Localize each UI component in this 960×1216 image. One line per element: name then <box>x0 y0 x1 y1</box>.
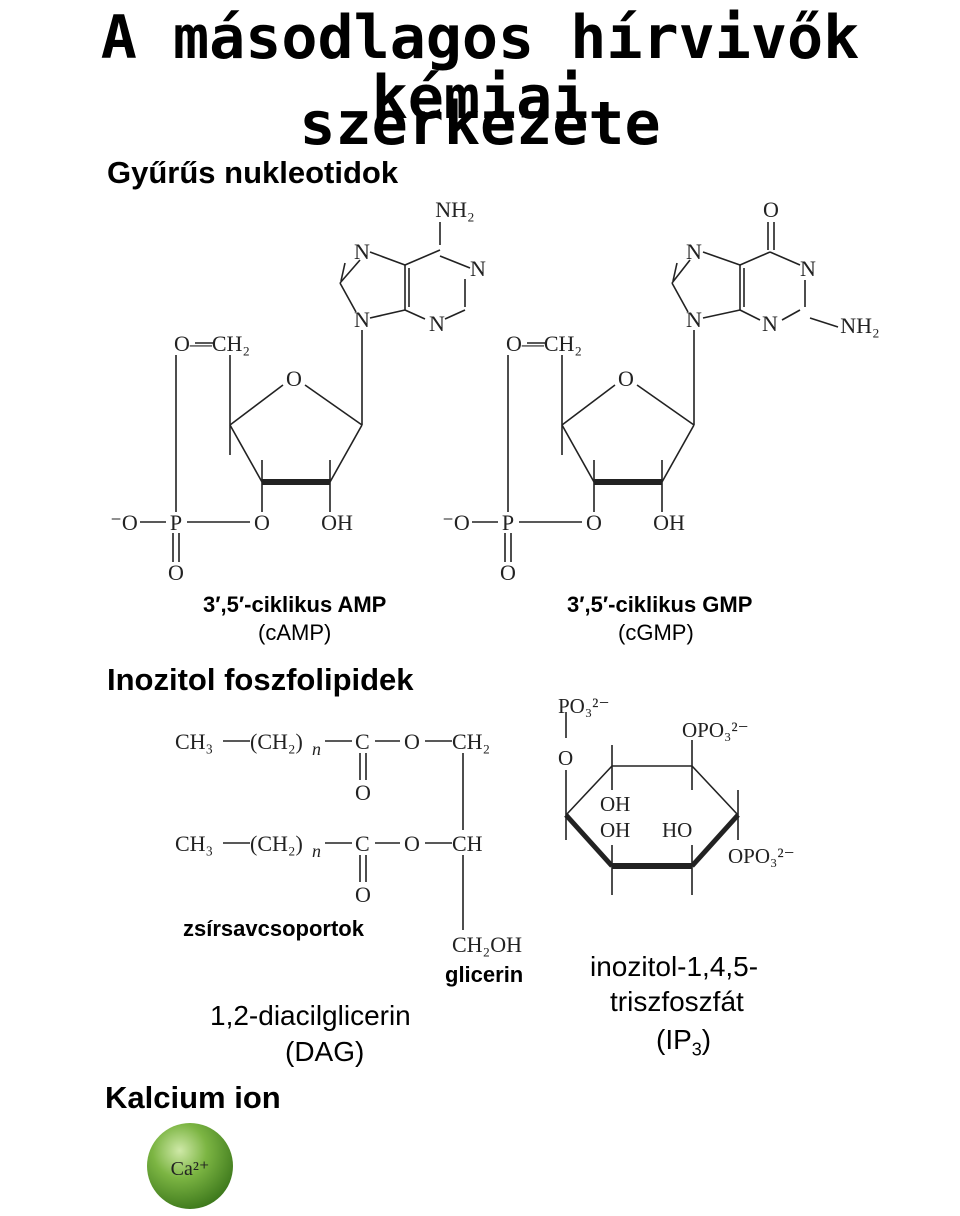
ip3-abbrev: (IP3) <box>656 1024 712 1060</box>
ip3-name-line2: triszfoszfát <box>610 986 744 1017</box>
ip3-name-line1: inozitol-1,4,5- <box>590 951 759 982</box>
cgmp-atom-oh: OH <box>653 510 685 535</box>
page-title-line2: szerkezete <box>299 89 661 159</box>
camp-structure <box>140 222 471 562</box>
dag-atom-o-dbl-2: O <box>355 882 371 907</box>
calcium-label: Ca²⁺ <box>171 1158 210 1180</box>
dag-atom-ch2n-2: (CH₂) <box>250 831 303 856</box>
camp-atom-n4: N <box>354 307 370 332</box>
cgmp-structure <box>472 222 839 562</box>
section-heading-cyclic-nucleotides: Gyűrűs nukleotidok <box>107 155 399 190</box>
dag-atom-o-link-2: O <box>404 831 420 856</box>
cgmp-atom-o-double: O <box>500 560 516 585</box>
camp-atoms: NH₂ N N N N O O—CH₂ ⁻O P O OH O <box>110 197 486 585</box>
cgmp-abbrev: (cGMP) <box>618 620 694 645</box>
dag-atom-o-link-1: O <box>404 729 420 754</box>
ip3-structure <box>564 712 740 895</box>
camp-atom-n2: N <box>429 311 445 336</box>
camp-atom-o-double: O <box>168 560 184 585</box>
camp-atom-n1: N <box>470 256 486 281</box>
dag-atom-ch2-top: CH₂ <box>452 729 490 754</box>
camp-atom-n3: N <box>354 239 370 264</box>
dag-structure <box>223 740 464 930</box>
cgmp-atom-o-carbonyl: O <box>763 197 779 222</box>
cgmp-atom-o-ring: O <box>618 366 634 391</box>
dag-atom-ch3-1: CH₃ <box>175 729 213 754</box>
dag-name: 1,2-diacilglicerin <box>210 1000 411 1031</box>
calcium-ball <box>147 1123 233 1209</box>
camp-atom-o-ch2: O—CH₂ <box>174 331 250 356</box>
cgmp-atom-o-minus: ⁻O <box>442 510 470 535</box>
ip3-atom-oh-1: OH <box>600 792 630 816</box>
camp-atom-o-ring: O <box>286 366 302 391</box>
cgmp-atom-n3: N <box>686 239 702 264</box>
cgmp-atom-n1: N <box>800 256 816 281</box>
dag-atom-ch2oh: CH₂OH <box>452 932 522 957</box>
calcium-ion-sphere: Ca²⁺ <box>147 1123 233 1209</box>
camp-atom-o-minus: ⁻O <box>110 510 138 535</box>
cgmp-atom-p: P <box>502 510 514 535</box>
glycerol-label: glicerin <box>445 962 524 987</box>
dag-atom-n-2: n <box>312 841 321 861</box>
ip3-atom-po3-top: PO₃²⁻ <box>558 694 610 718</box>
ip3-atom-opo3-right: OPO₃²⁻ <box>682 718 749 742</box>
cgmp-atom-nh2: NH₂ <box>840 313 879 338</box>
dag-atom-ch3-2: CH₃ <box>175 831 213 856</box>
cgmp-name: 3′,5′-ciklikus GMP <box>567 592 753 617</box>
dag-atom-c-2: C <box>355 831 370 856</box>
camp-atom-o-ester: O <box>254 510 270 535</box>
cgmp-atom-o-ester: O <box>586 510 602 535</box>
dag-atom-c-1: C <box>355 729 370 754</box>
dag-atoms: CH₃ (CH₂) n C O CH₂ O CH₃ (CH₂) n C O CH… <box>175 729 522 957</box>
ip3-atom-ho: HO <box>662 818 692 842</box>
dag-atom-n-1: n <box>312 739 321 759</box>
cgmp-atom-n2: N <box>762 311 778 336</box>
ip3-atom-o-top: O <box>558 746 573 770</box>
ip3-atoms: PO₃²⁻ O OPO₃²⁻ OH OH HO OPO₃²⁻ <box>558 694 795 868</box>
ip3-atom-opo3-bottom: OPO₃²⁻ <box>728 844 795 868</box>
cgmp-atoms: O N N N N NH₂ O O—CH₂ ⁻O P O OH O <box>442 197 879 585</box>
camp-atom-nh2: NH₂ <box>435 197 474 222</box>
camp-abbrev: (cAMP) <box>258 620 332 645</box>
dag-atom-ch2n-1: (CH₂) <box>250 729 303 754</box>
page-title: A másodlagos hírvivők kémiai <box>100 3 860 133</box>
ip3-atom-oh-2: OH <box>600 818 630 842</box>
cgmp-atom-n4: N <box>686 307 702 332</box>
camp-atom-oh: OH <box>321 510 353 535</box>
camp-atom-p: P <box>170 510 182 535</box>
camp-name: 3′,5′-ciklikus AMP <box>203 592 387 617</box>
section-heading-calcium-ion: Kalcium ion <box>105 1080 281 1115</box>
cgmp-atom-o-ch2: O—CH₂ <box>506 331 582 356</box>
section-heading-inositol-phospholipids: Inozitol foszfolipidek <box>107 662 414 697</box>
dag-atom-o-dbl-1: O <box>355 780 371 805</box>
dag-atom-ch: CH <box>452 831 483 856</box>
dag-abbrev: (DAG) <box>285 1036 365 1067</box>
fatty-acid-groups-label: zsírsavcsoportok <box>183 916 364 941</box>
